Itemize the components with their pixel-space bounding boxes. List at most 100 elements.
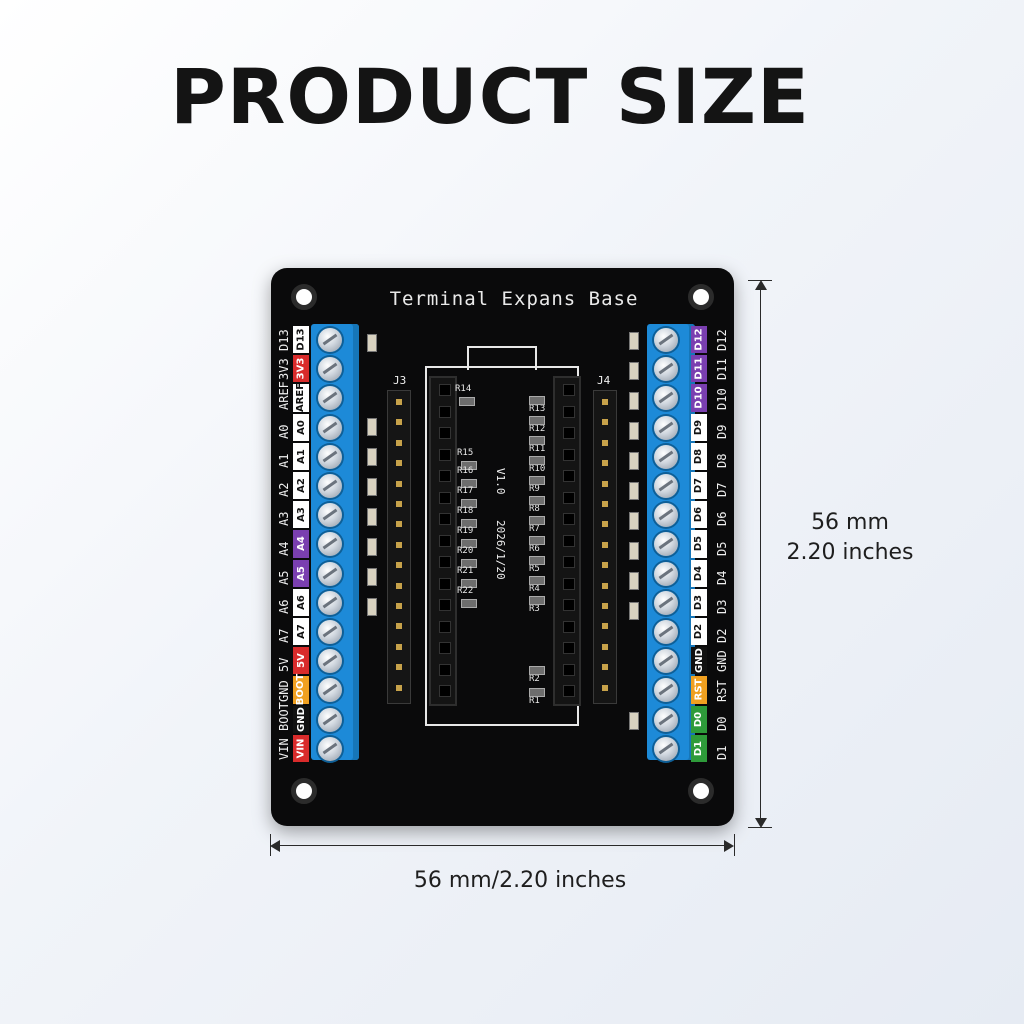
pin-tag-left: A2 — [293, 472, 309, 500]
socket-hole — [563, 620, 575, 633]
socket-hole — [439, 491, 451, 504]
pin-silk-left: A6 — [277, 599, 291, 614]
board-version: V1.0 — [494, 468, 507, 495]
socket-hole — [563, 384, 575, 396]
socket-hole — [439, 642, 451, 654]
pin-tag-text: 5V — [295, 653, 307, 669]
pin-tag-text: A0 — [295, 419, 307, 435]
height-arrow-up — [755, 280, 767, 290]
pin-tag-right: GND — [691, 647, 707, 675]
pin-tag-text: D1 — [693, 740, 705, 757]
led-indicator — [629, 362, 639, 380]
socket-hole — [563, 556, 575, 568]
header-pin — [602, 501, 608, 507]
pin-tag-left: A3 — [293, 501, 309, 529]
header-pin — [396, 480, 402, 487]
pin-tag-left: A5 — [293, 559, 309, 587]
resistor — [529, 556, 545, 565]
pin-silk-right: RST — [715, 679, 729, 702]
header-pin — [602, 541, 608, 548]
pin-tag-left: A1 — [293, 442, 309, 470]
resistor — [461, 499, 477, 508]
height-dimension-mm: 56 mm — [811, 510, 889, 535]
pin-silk-left: A5 — [277, 570, 291, 585]
pin-silk-right: GND — [715, 650, 729, 673]
height-dimension-inches: 2.20 inches — [786, 540, 914, 565]
width-dimension-line — [276, 845, 728, 846]
led-indicator — [629, 452, 639, 470]
header-pin — [602, 480, 608, 487]
led-indicator — [629, 332, 639, 350]
led-indicator — [367, 334, 377, 352]
pin-tag-text: D7 — [693, 477, 705, 494]
resistor-label: R16 — [457, 466, 474, 476]
resistor — [529, 456, 545, 465]
pin-tag-right: RST — [691, 676, 707, 704]
resistor — [461, 539, 477, 548]
pin-silk-left: A7 — [277, 628, 291, 644]
pin-tag-text: RST — [693, 679, 705, 701]
terminal-screw-icon — [654, 649, 678, 674]
pin-tag-text: BOOT — [295, 674, 307, 706]
led-indicator — [629, 392, 639, 410]
socket-hole — [563, 448, 575, 461]
pin-tag-right: D5 — [691, 530, 707, 558]
led-indicator — [629, 422, 639, 440]
socket-hole — [563, 491, 575, 504]
resistor — [529, 516, 545, 525]
pin-tag-right: D7 — [691, 472, 707, 500]
terminal-block-right — [647, 324, 695, 761]
pin-tag-left: A6 — [293, 588, 309, 616]
terminal-screw-icon — [654, 736, 678, 761]
usb-outline — [467, 346, 537, 370]
pin-tag-left: 5V — [293, 647, 309, 675]
header-pin — [396, 664, 402, 671]
terminal-block-left — [311, 324, 359, 761]
led-indicator — [629, 482, 639, 500]
resistor — [529, 576, 545, 585]
pin-tag-text: A1 — [295, 449, 307, 464]
resistor — [461, 559, 477, 568]
terminal-screw-icon — [654, 444, 678, 469]
terminal-expansion-board: Terminal Expans Base J3 J4 V1.0 2026/1/2… — [271, 268, 734, 826]
pin-tag-text: D13 — [295, 328, 307, 351]
resistor-label: R13 — [529, 404, 546, 414]
resistor — [529, 436, 545, 445]
terminal-screw-icon — [318, 620, 342, 644]
pin-silk-left: A0 — [277, 424, 291, 439]
pin-tag-text: D12 — [693, 328, 705, 351]
pin-silk-right: D12 — [715, 329, 729, 352]
pin-tag-text: D3 — [693, 594, 705, 611]
terminal-screw-icon — [318, 444, 342, 469]
pin-silk-right: D4 — [715, 570, 729, 585]
header-label-j4: J4 — [597, 374, 611, 387]
pin-silk-right: D10 — [715, 387, 729, 410]
resistor — [529, 666, 545, 675]
header-pin — [602, 643, 608, 650]
led-indicator — [629, 572, 639, 590]
pin-tag-right: D10 — [691, 384, 707, 412]
pin-tag-text: D8 — [693, 448, 705, 465]
pin-tag-text: GND — [693, 648, 705, 674]
socket-hole — [563, 642, 575, 654]
terminal-screw-icon — [654, 386, 678, 411]
header-pin — [396, 439, 402, 446]
terminal-screw-icon — [654, 503, 678, 528]
pin-silk-left: A4 — [277, 541, 291, 556]
led-indicator — [367, 568, 377, 586]
pin-silk-right: D0 — [715, 716, 729, 731]
resistor — [529, 476, 545, 485]
pin-tag-text: D4 — [693, 565, 705, 581]
header-pin — [396, 684, 402, 691]
resistor — [461, 599, 477, 608]
pin-tag-left: AREF — [293, 383, 309, 413]
resistor-label: R11 — [529, 444, 546, 454]
pin-tag-right: D12 — [691, 326, 707, 354]
pin-silk-left: D13 — [277, 329, 291, 352]
header-pin — [396, 603, 402, 609]
board-date: 2026/1/20 — [494, 520, 507, 580]
height-dimension-line — [760, 286, 761, 822]
resistor-label: R15 — [457, 448, 474, 458]
pin-tag-left: 3V3 — [293, 355, 309, 383]
socket-hole — [439, 556, 451, 568]
